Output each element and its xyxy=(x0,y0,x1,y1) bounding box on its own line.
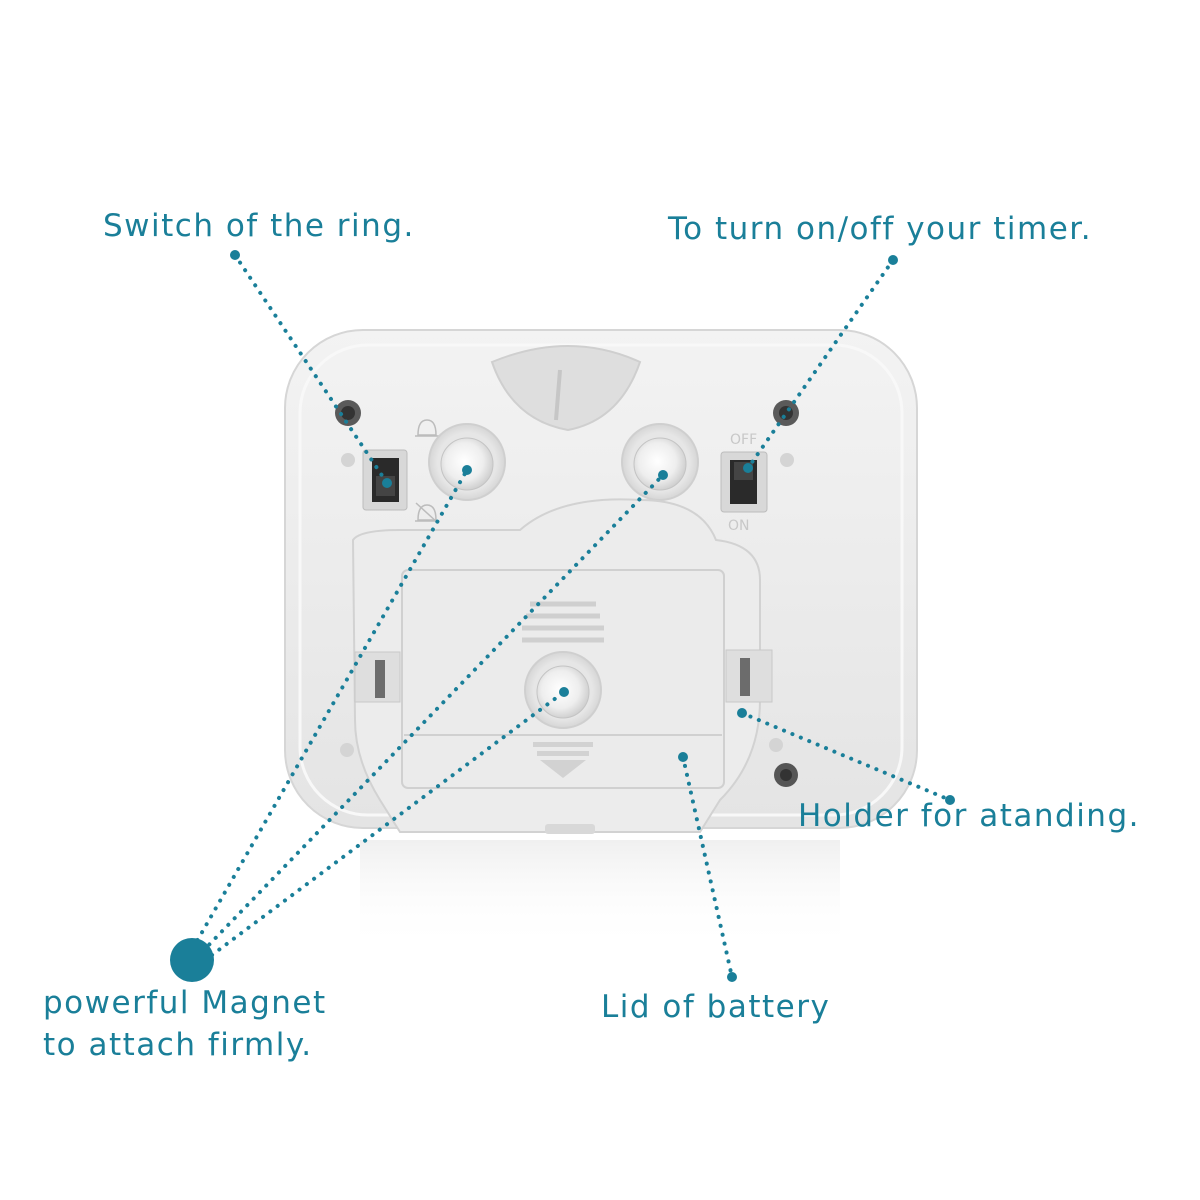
leader-ring-switch xyxy=(233,253,389,485)
bell-icon xyxy=(415,419,439,437)
label-timer-switch: To turn on/off your timer. xyxy=(668,211,1093,247)
leader-holder xyxy=(740,711,952,802)
grip-lines xyxy=(522,601,604,643)
label-magnet: powerful Magnet to attach firmly. xyxy=(43,982,327,1066)
label-switch-ring: Switch of the ring. xyxy=(103,208,415,244)
magnet-marker-dot xyxy=(170,938,214,982)
leader-battery xyxy=(681,755,734,979)
label-magnet-line1: powerful Magnet xyxy=(43,985,327,1021)
hanger-slot xyxy=(490,345,642,432)
leader-timer-switch xyxy=(746,258,895,470)
bell-muted-icon xyxy=(415,502,439,524)
switch-off-label: OFF xyxy=(730,432,757,448)
push-arrow-icon xyxy=(533,742,593,778)
leader-magnet-2 xyxy=(201,473,665,953)
magnet-top-left xyxy=(440,437,494,491)
label-battery-lid: Lid of battery xyxy=(601,989,831,1025)
label-holder: Holder for atanding. xyxy=(798,798,1140,834)
device-reflection xyxy=(360,840,840,950)
leader-magnet-3 xyxy=(210,690,566,957)
leader-magnet-1 xyxy=(191,468,469,950)
magnet-top-right xyxy=(633,437,687,491)
label-magnet-line2: to attach firmly. xyxy=(43,1027,313,1063)
switch-on-label: ON xyxy=(728,518,750,534)
